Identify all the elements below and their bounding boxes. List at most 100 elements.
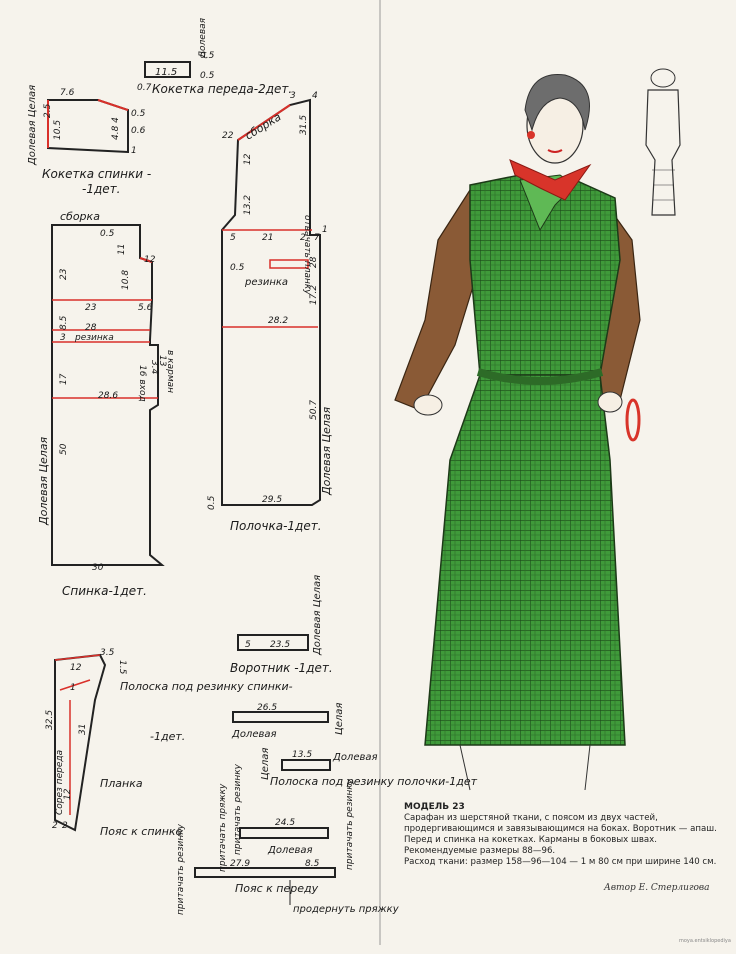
placket-d12: 12 [70, 663, 82, 673]
scarf [509, 159, 592, 201]
placket-d325: 32.5 [45, 710, 55, 730]
collar-d5: 5 [245, 640, 251, 650]
front-d12: 12 [243, 153, 253, 165]
belt-front-thread: продернуть пряжку [293, 904, 400, 915]
collar-grain: Долевая Целая [312, 575, 323, 656]
front-yoke-d05b: 0.5 [200, 71, 215, 81]
strip-back-grain2: Целая [334, 703, 345, 735]
dress-skirt [424, 374, 626, 746]
back-pocket: в карман [165, 350, 175, 393]
front-yoke-grain: Долевая [198, 17, 208, 59]
back-yoke-d48: 4.8 4 [111, 117, 121, 140]
belt-front-d279: 27.9 [230, 859, 250, 869]
placket-d31: 31 [78, 724, 88, 735]
strip-front-grain: Долевая [332, 752, 378, 763]
back-d3: 3 [60, 333, 66, 343]
fashion-illustration [394, 68, 681, 791]
collar-label: Воротник -1дет. [230, 661, 333, 675]
front-d21: 21 [262, 233, 273, 243]
model-title: МОДЕЛЬ 23 [404, 802, 465, 812]
back-d28: 28 [85, 323, 97, 333]
back-d56: 5.6 [138, 303, 153, 313]
belt-back-grain: Долевая [267, 845, 313, 856]
back-d23a: 23 [59, 268, 69, 280]
back-d05: 0.5 [100, 229, 115, 239]
author: Автор Е. Стерлигова [604, 883, 710, 893]
front-piece: сборка 22 3 4 31.5 12 13.2 отвачать план… [207, 91, 333, 533]
back-d34: 3.4 [149, 360, 159, 375]
left-sleeve [394, 188, 476, 411]
placket-d2b: 2 [62, 821, 68, 831]
collar-piece: 5 23.5 Долевая Целая Воротник -1дет. [230, 575, 333, 675]
front-yoke-d07: 0.7 [137, 83, 152, 93]
back-d30: 30 [92, 563, 104, 573]
placket-d1: 1 [70, 683, 76, 693]
back-yoke-piece: 7.6 2.5 10.5 4.8 4 0.5 0.6 1 Долевая Цел… [27, 85, 151, 196]
front-d507: 50.7 [309, 400, 319, 420]
placket-d12b: 12 [63, 788, 73, 800]
strip-front-grain2: Целая [260, 748, 271, 780]
front-placket: отвачать планку [302, 215, 312, 295]
front-d22: 22 [222, 131, 234, 141]
placket-d2a: 2 [52, 821, 58, 831]
back-label: Спинка-1дет. [62, 584, 147, 598]
strip-front-piece: 13.5 Долевая Целая Полоска под резинку п… [260, 748, 478, 788]
belt-back-d245: 24.5 [275, 818, 295, 828]
back-pocket-entry: 16 вход [137, 365, 147, 402]
back-yoke-d105: 10.5 [53, 120, 63, 140]
front-d28: 28 [309, 256, 319, 268]
model-head [524, 73, 590, 164]
front-d05: 0.5 [230, 263, 245, 273]
front-elastic: резинка [244, 277, 288, 288]
front-d7: 7 [314, 233, 320, 243]
back-grain: Долевая Целая [37, 436, 50, 526]
front-label: Полочка-1дет. [230, 519, 322, 533]
back-yoke-grain: Долевая Целая [27, 85, 38, 166]
model-description: Сарафан из шерстяной ткани, с поясом из … [404, 813, 717, 845]
front-yoke-d05a: 0.5 [200, 51, 215, 61]
back-yoke-label-2: -1дет. [82, 182, 120, 196]
placket-inner: Сорез переда [55, 750, 65, 815]
back-d17: 17 [59, 373, 69, 385]
back-piece: сборка 0.5 11 12 23 10.8 23 5.6 8.5 28 р… [37, 210, 175, 598]
back-yoke-label-1: Кокетка спинки - [42, 167, 151, 181]
belt-back-piece: 24.5 Долевая Пояс к спинке притачать рез… [100, 763, 355, 870]
front-d295: 29.5 [262, 495, 282, 505]
front-yoke-value: 11.5 [155, 67, 177, 78]
placket-label-back: Полоска под резинку спинки- [120, 680, 293, 693]
strip-front-label: Полоска под резинку полочки-1дет [270, 775, 478, 788]
belt-front-stitch2: притачать пряжку [218, 783, 228, 872]
back-d11: 11 [117, 244, 127, 255]
back-d50: 50 [59, 443, 69, 455]
back-yoke-d76: 7.6 [60, 88, 75, 98]
front-d2: 2 [300, 233, 306, 243]
front-d4: 4 [312, 91, 318, 101]
back-view-sketch [645, 68, 681, 216]
front-d5: 5 [230, 233, 236, 243]
caption: МОДЕЛЬ 23 Сарафан из шерстяной ткани, с … [404, 802, 724, 868]
front-d3: 3 [290, 91, 296, 101]
back-d23b: 23 [85, 303, 97, 313]
strip-back-piece: 26.5 Долевая Целая [231, 703, 345, 740]
front-d282: 28.2 [268, 316, 288, 326]
front-d172: 17.2 [309, 285, 319, 305]
front-grain: Долевая Целая [320, 406, 333, 496]
front-gather: сборка [243, 110, 284, 142]
back-elastic: резинка [74, 333, 114, 343]
strip-back-d265: 26.5 [257, 703, 277, 713]
back-d108: 10.8 [121, 270, 131, 290]
strip-back-grain: Долевая [231, 729, 277, 740]
front-d1: 1 [322, 225, 328, 235]
belt-front-label: Пояс к переду [235, 882, 319, 895]
front-yoke-label: Кокетка переда-2дет. [152, 82, 292, 96]
belt-front-piece: 27.9 8.5 Пояс к переду продернуть пряжку… [176, 783, 400, 915]
belt-back-stitch1: притачать резинку [233, 763, 243, 855]
site-watermark: moya.entsiklopediya [679, 938, 731, 944]
back-yoke-d06: 0.6 [131, 126, 146, 136]
placket-label-det: -1дет. [150, 730, 185, 743]
strip-front-d135: 13.5 [292, 750, 312, 760]
belt-front-d85: 8.5 [305, 859, 320, 869]
back-yoke-d05: 0.5 [131, 109, 146, 119]
